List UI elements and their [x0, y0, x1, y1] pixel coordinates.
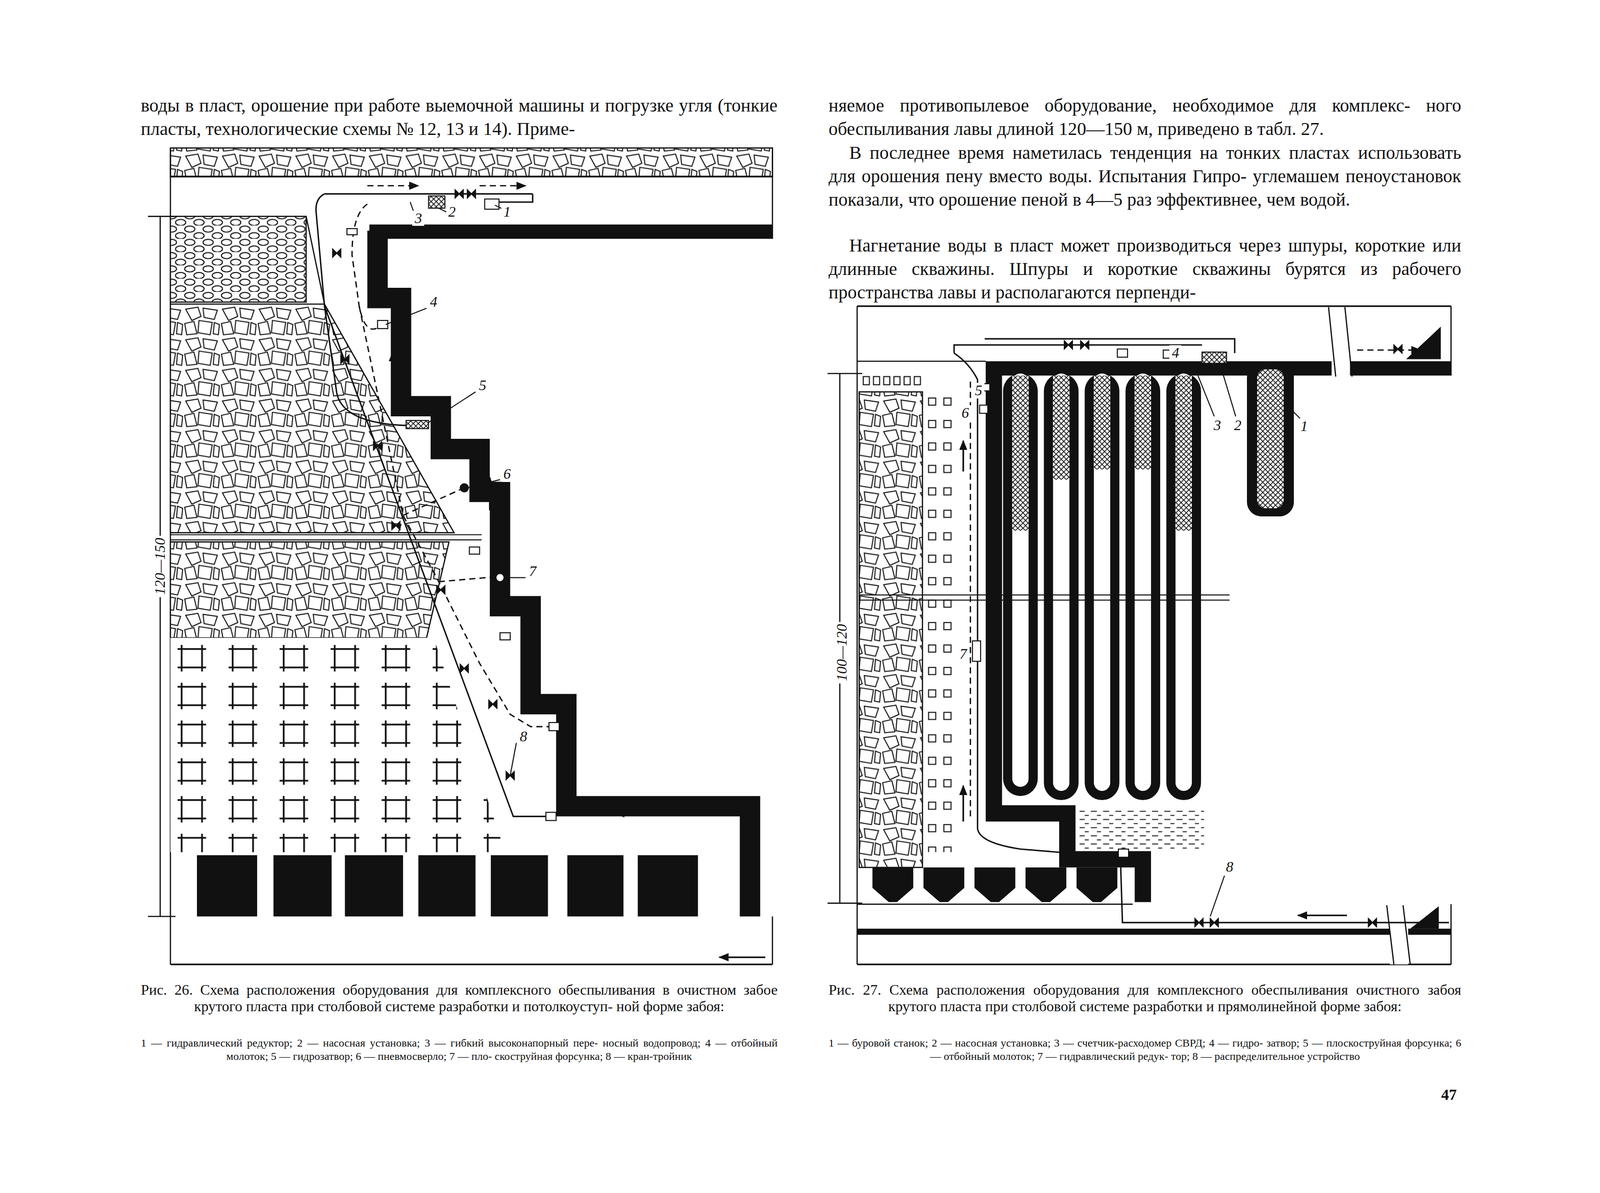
- callout-number: 1: [501, 204, 514, 220]
- figure-caption: Рис. 26. Схема расположения оборудования…: [140, 981, 778, 1015]
- body-text: В последнее время наметилась тенденция н…: [828, 140, 1462, 212]
- callout-number: 4: [1169, 345, 1182, 361]
- callout-number: 5: [972, 382, 985, 399]
- callout-number: 1: [1297, 418, 1310, 435]
- figure-key: 1 — гидравлический редуктор; 2 — насосна…: [140, 1036, 778, 1064]
- callout-number: 2: [1231, 417, 1244, 434]
- callout-number: 5: [476, 377, 489, 394]
- callout-number: 3: [412, 210, 425, 227]
- body-text: воды в пласт, орошение при работе выемоч…: [140, 93, 778, 141]
- callout-number: 2: [446, 204, 459, 220]
- page-number: 47: [1441, 1086, 1457, 1104]
- dimension-label: 120—150: [152, 535, 169, 597]
- figure-key: 1 — буровой станок; 2 — насосная установ…: [828, 1036, 1462, 1064]
- callout-number: 4: [427, 294, 440, 310]
- callout-number: 7: [526, 563, 539, 580]
- callout-number: 8: [1223, 859, 1236, 876]
- dimension-label: 100—120: [834, 622, 850, 684]
- body-text: няемое противопылевое оборудование, необ…: [828, 93, 1462, 141]
- body-text: Нагнетание воды в пласт может производит…: [828, 233, 1462, 304]
- callout-number: 3: [1211, 417, 1224, 434]
- figure-caption: Рис. 27. Схема расположения оборудования…: [828, 981, 1462, 1015]
- callout-number: 8: [517, 729, 530, 745]
- callout-number: 7: [957, 646, 970, 663]
- callout-number: 6: [959, 405, 972, 422]
- callout-number: 6: [501, 466, 514, 483]
